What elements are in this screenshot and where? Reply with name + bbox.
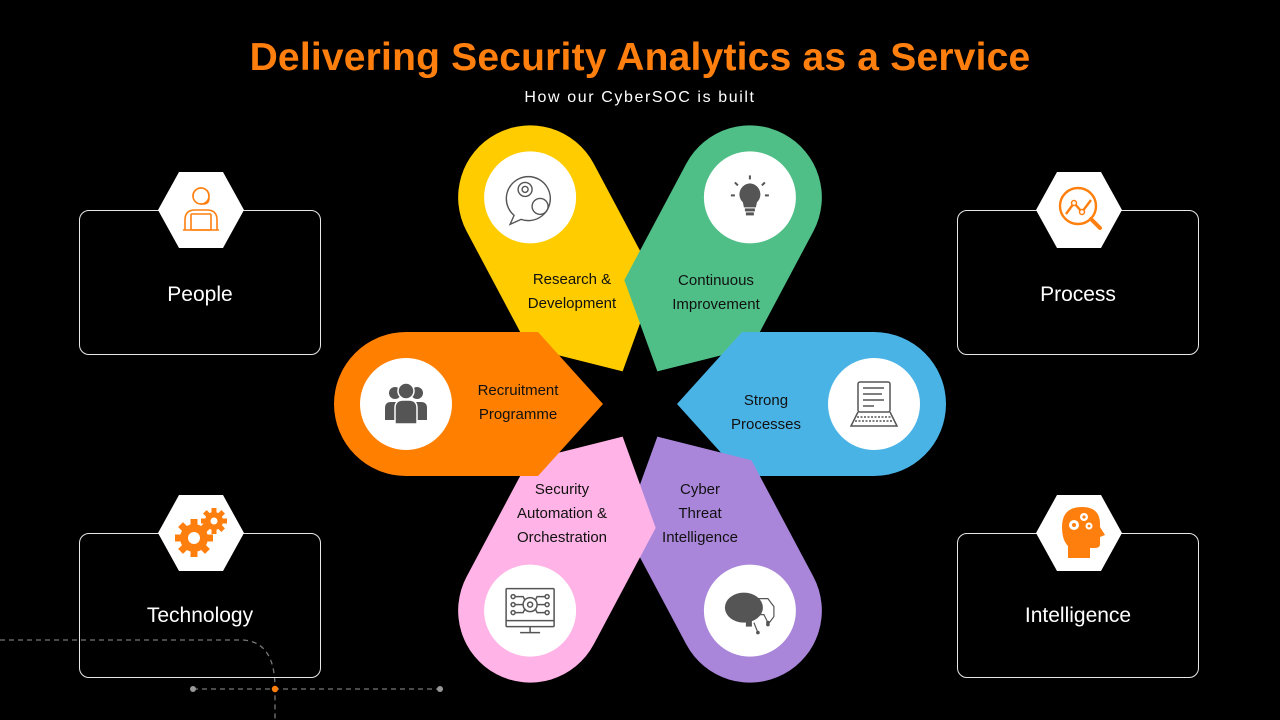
brain-circuit-icon [703,564,796,657]
pillar-label: Process [1040,283,1116,306]
gears-icon [158,495,244,571]
petal-label-line: Intelligence [662,529,738,546]
petal-label-line: Threat [678,505,722,522]
support-agent-icon [158,172,244,248]
pillar-label: Technology [146,604,254,627]
lightbulb-icon [703,151,796,244]
head-gears-icon [1036,495,1122,571]
petal-label-line: Processes [730,416,802,433]
petal-label-continuous: Continuous Improvement [636,269,796,317]
petal-label-research: Research & Development [492,268,652,316]
petal-label-line: Orchestration [516,529,608,546]
petal-label-line: Strong [743,392,789,409]
petal-label-line: Programme [478,406,558,423]
petal-label-line: Recruitment [477,382,559,399]
analytics-search-icon [1036,172,1122,248]
petal-label-recruitment: Recruitment Programme [438,379,598,427]
chat-gears-icon [484,151,577,244]
petal-label-line: Continuous [678,272,754,289]
petal-label-processes: Strong Processes [686,389,846,437]
monitor-gear-icon [484,564,577,657]
petal-label-soar: Security Automation & Orchestration [482,478,642,550]
petal-label-line: Automation & [516,505,608,522]
page-title: Delivering Security Analytics as a Servi… [249,36,1031,79]
petal-label-line: Cyber [679,481,720,498]
team-icon [360,358,452,450]
laptop-icon [828,358,920,450]
pillar-label: People [167,283,233,306]
petal-label-line: Development [527,295,617,312]
pillar-label: Intelligence [1024,604,1132,627]
petal-label-line: Research & [532,271,612,288]
petal-label-cti: Cyber Threat Intelligence [620,478,780,550]
petal-label-line: Improvement [672,296,760,313]
petal-label-line: Security [534,481,590,498]
page-subtitle: How our CyberSOC is built [524,89,756,106]
